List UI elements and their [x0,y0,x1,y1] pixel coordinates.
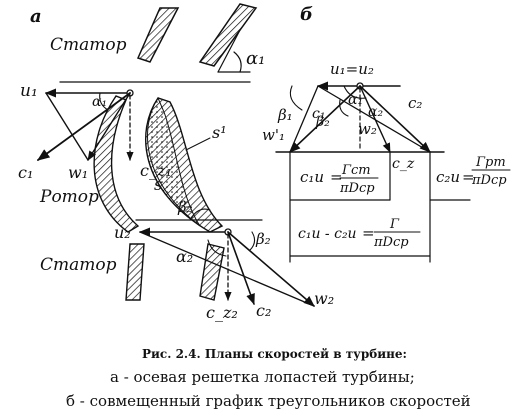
w1-vector [45,92,89,161]
caption-line-1: Рис. 2.4. Планы скоростей в турбине: [142,347,407,361]
beta1-arc [289,85,303,111]
beta2-label-b: β₂ [315,114,330,130]
c1u-numerator: Γcm [341,163,371,178]
alpha1-inner-label: α₁ [92,94,107,110]
beta1-label-b: β₁ [277,106,293,124]
beta2-right-label: β₂ [255,230,271,248]
stator-top-blade-1 [136,7,180,63]
w2-base [139,231,315,307]
rotor-blade-1 [93,95,140,233]
diff-eq: = [362,224,375,242]
u2-label: u₂ [114,223,131,242]
c1u-denominator: πDср [339,181,375,196]
cz-label-b: c_z [392,156,415,172]
w2-label-b: w₂ [358,120,377,138]
c2u-denominator: πDср [471,173,507,188]
alpha1-inner-arc [99,92,109,111]
panel-b: б u₁=u₂ β₁ β₂ α₁ α₂ c₁ c₂ w₂ w'₁ c_z c₁u [262,4,511,263]
stator-bottom-blade-2 [199,243,225,301]
w1-label-b: w'₁ [262,126,285,144]
diff-numerator: Γ [389,217,400,232]
w2-label: w₂ [314,289,334,308]
stator-bottom-blade-1 [125,243,145,301]
cz2-label: c_z₂ [206,303,238,322]
beta2-arc [189,208,211,221]
u1-label: u₁ [20,81,38,101]
caption-line-3: б - совмещенный график треугольников ско… [66,392,471,410]
w1-label: w₁ [68,163,88,182]
beta2-right-arc [249,231,256,251]
c2-label-b: c₂ [408,94,422,112]
alpha1-dir-line [217,29,241,73]
alpha2-label-b: α₂ [368,104,383,120]
alpha1-arc [233,51,242,73]
c2-label: c₂ [256,301,271,320]
c1-vector-b [289,85,361,153]
alpha2-label: α₂ [176,247,193,266]
c1u-eq: = [330,168,343,186]
panel-a: а Статор α₁ u₁ α₁ c₁ w₁ c_z₁ Ротор s¹ s [18,3,334,322]
rotor-blade-2-suction [147,96,201,227]
c2u-label: c₂u [436,168,460,186]
c1-label-b: c₁ [312,106,325,122]
alpha1-label-b: α₁ [348,92,363,108]
beta2-arc-b [339,99,349,117]
w1-base-b [289,85,319,153]
c2u-eq: = [462,168,475,186]
alpha-arc-b [343,85,367,99]
panel-a-letter: а [30,6,42,27]
c2u-numerator: Γpm [475,155,506,170]
rotor-label: Ротор [39,187,99,207]
alpha1-top-label: α₁ [246,48,265,69]
stator-top-blade-2 [198,3,258,67]
c2-vector-b [359,85,431,153]
u1-eq-u2-label: u₁=u₂ [330,60,374,78]
caption-line-2: а - осевая решетка лопастей турбины; [110,368,415,386]
panel-b-letter: б [300,4,313,25]
s-label: s [154,175,162,194]
stator-top-label: Статор [50,35,127,55]
w2-vector-b [317,85,431,153]
c1u-label: c₁u [300,168,324,186]
s-prime-label: s¹ [212,123,227,142]
beta2-label: β₂ [177,198,193,216]
caption: Рис. 2.4. Планы скоростей в турбине: а -… [66,347,471,410]
stator-bottom-label: Статор [40,255,117,275]
diff-label: c₁u - c₂u [298,226,357,242]
w2-vector [227,231,315,307]
c1-label: c₁ [18,163,33,182]
c2-vector [227,231,255,306]
s-prime-leader [185,137,211,151]
diff-denominator: πDср [373,235,409,250]
